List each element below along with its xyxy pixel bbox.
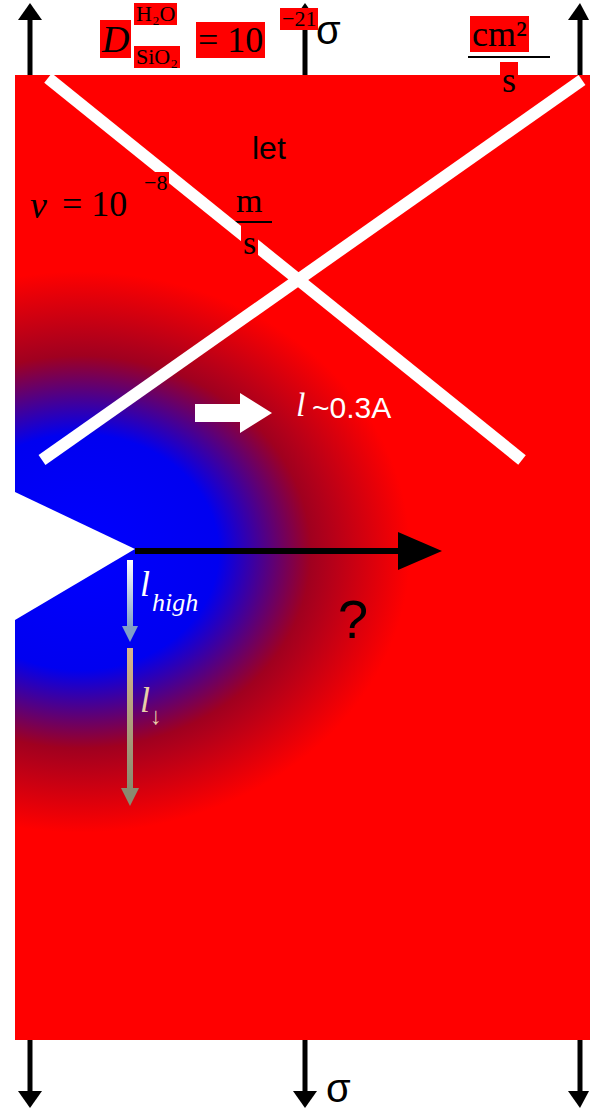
equation-text: = 10	[60, 186, 129, 222]
length-arrow	[127, 560, 133, 628]
note-text: let	[250, 132, 288, 164]
specimen-body	[15, 75, 590, 1040]
unit-denominator: s	[241, 226, 258, 260]
subscript: ↓	[150, 704, 162, 728]
question-mark: ?	[338, 592, 368, 646]
length-arrowhead	[121, 788, 139, 806]
length-value: ~0.3A	[312, 393, 391, 423]
crack-notch	[15, 492, 135, 620]
water-zone	[15, 75, 590, 1040]
white-arrow	[195, 393, 272, 433]
exponent: −21	[280, 8, 318, 30]
subscript: SiO₂	[134, 46, 180, 68]
unit-numerator: m	[234, 184, 264, 218]
equation-text: = 10	[196, 22, 265, 58]
growth-arrow	[135, 548, 400, 554]
fraction-bar	[468, 56, 550, 58]
cross-out	[42, 78, 582, 460]
stress-symbol: σ	[326, 1068, 351, 1108]
length-symbol: l	[296, 388, 305, 422]
velocity-symbol: v	[28, 186, 49, 224]
unit-denominator: s	[500, 62, 518, 98]
length-symbol: l	[140, 566, 150, 602]
superscript: H₂O	[134, 3, 177, 25]
exponent: −8	[142, 172, 169, 194]
length-symbol: l	[140, 682, 150, 718]
stress-symbol: σ	[316, 10, 341, 50]
growth-arrowhead	[398, 532, 442, 570]
fraction-bar	[232, 221, 272, 223]
subscript: high	[152, 590, 198, 616]
length-arrowhead	[122, 626, 138, 642]
length-arrow	[127, 648, 133, 790]
diffusivity-symbol: D	[100, 20, 131, 58]
unit-numerator: cm²	[470, 16, 529, 52]
